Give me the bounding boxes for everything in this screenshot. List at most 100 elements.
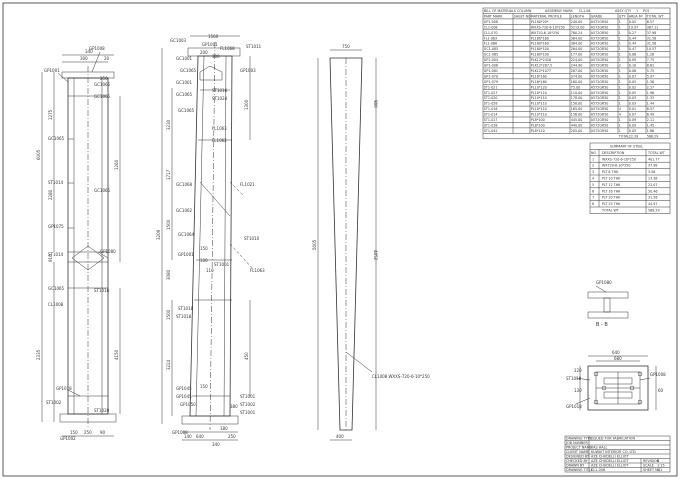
bom-cell: 1: [619, 96, 621, 100]
svg-text:GC1001: GC1001: [176, 56, 193, 61]
bom-heading-unit: PCS: [643, 9, 649, 13]
bom-cell: 0.05: [629, 91, 636, 95]
bom-cell: 760.24: [571, 31, 583, 35]
bom-cell: 1.44: [647, 102, 654, 106]
summary-total: 568.29: [648, 209, 660, 213]
svg-text:4150: 4150: [114, 349, 119, 360]
svg-text:B - B: B - B: [596, 322, 608, 328]
side-view: [161, 35, 255, 441]
bom-cell: ST1-027: [484, 91, 498, 95]
bom-cell: 31.56: [647, 36, 656, 40]
bom-cell: PL10*120: [531, 85, 547, 89]
svg-text:GP1003: GP1003: [240, 68, 256, 73]
web-plate-labels: 750 900 5005 4052 400 CL1008 WXXS-720-6-…: [312, 44, 430, 439]
svg-text:6005: 6005: [36, 149, 41, 160]
svg-text:ST1001: ST1001: [240, 394, 256, 399]
bom-cell: GC1-085: [484, 47, 498, 51]
summary-row-description: PLT 8 THK: [602, 170, 619, 174]
svg-text:GP1080: GP1080: [596, 280, 612, 285]
svg-text:1500: 1500: [166, 309, 171, 320]
bom-cell: 1.45: [647, 123, 654, 127]
bom-cell: GP1-079: [484, 80, 498, 84]
title-block-label: JOB NUMBER: [565, 441, 588, 445]
bom-cell: 1.56: [647, 80, 654, 84]
bom-cell: A572GR50: [591, 64, 609, 68]
bom-cell: ST1-021: [484, 85, 498, 89]
bom-cell: 158.00: [571, 102, 583, 106]
summary-row-weight: 22.07: [648, 183, 657, 187]
svg-text:2335: 2335: [36, 349, 41, 360]
summary-row-no: 3: [592, 170, 594, 174]
svg-text:GC1003: GC1003: [170, 38, 187, 43]
bom-cell: 5.75: [647, 69, 654, 73]
bom-cell: A572GR50: [591, 42, 609, 46]
summary-row-no: 8: [592, 202, 594, 206]
svg-text:ST1018: ST1018: [178, 306, 194, 311]
bom-cell: 264.00: [571, 47, 583, 51]
summary-row-description: WXXS-720-6-10*250: [602, 157, 636, 161]
bom-cell: 19.97: [629, 25, 638, 29]
bom-cell: 2.57: [647, 85, 654, 89]
summary-row-description: WX720-6-10*250: [602, 164, 630, 168]
svg-text:GP1075: GP1075: [48, 224, 64, 229]
svg-text:FL1068: FL1068: [220, 46, 235, 51]
bom-cell: GP1-008: [484, 20, 498, 24]
bom-column-header: TOTAL WT: [646, 14, 665, 18]
bom-cell: PL8*100: [531, 118, 545, 122]
bom-cell: 158.00: [571, 113, 583, 117]
bom-cell: A572GR50: [591, 36, 609, 40]
title-block-value: AZE CHUDELLI ELLIOT: [591, 454, 629, 458]
front-view: [41, 51, 121, 437]
bom-cell: 1: [619, 129, 621, 133]
title-block-value: ISSUED FOR FABRICATION: [591, 436, 635, 440]
bom-cell: 1: [619, 123, 621, 127]
bom-cell: 4: [619, 113, 621, 117]
svg-text:400: 400: [336, 434, 344, 439]
svg-text:120: 120: [574, 368, 582, 373]
svg-text:GP1045: GP1045: [176, 386, 192, 391]
summary-row-description: PLT 16 THK: [602, 189, 621, 193]
bom-cell: PL180*160: [531, 42, 549, 46]
svg-text:380: 380: [230, 404, 238, 409]
bom-cell: A572GR50: [591, 31, 609, 35]
title-block-value: KUWAIT INTERIOR CO. LTD: [591, 450, 636, 454]
svg-text:FL1021: FL1021: [240, 182, 255, 187]
bom-cell: A572GR50: [591, 129, 609, 133]
bom-cell: 6.57: [647, 107, 654, 111]
bom-cell: A572GR50: [591, 80, 609, 84]
bom-cell: 5213.00: [571, 25, 585, 29]
bom-cell: 1: [619, 25, 621, 29]
bom-cell: ST1-014: [484, 113, 498, 117]
svg-text:FL1063: FL1063: [212, 126, 227, 131]
svg-text:640: 640: [196, 434, 204, 439]
bom-column-header: SHEET NO: [514, 14, 531, 18]
bom-cell: CL1-008: [484, 25, 498, 29]
svg-text:250: 250: [84, 430, 92, 435]
bom-cell: 31.56: [647, 42, 656, 46]
svg-text:GP1080: GP1080: [100, 249, 116, 254]
svg-text:ST1024: ST1024: [212, 96, 228, 101]
title-block-label: DESIGNED BY: [566, 454, 590, 458]
summary-col-no: NO: [591, 151, 596, 155]
svg-text:GC1065: GC1065: [94, 188, 111, 193]
bom-cell: 0.07: [629, 113, 636, 117]
bom-cell: FL1-068: [484, 42, 497, 46]
svg-text:ST1010: ST1010: [244, 236, 260, 241]
svg-text:680: 680: [614, 356, 622, 361]
svg-text:3209: 3209: [156, 229, 161, 240]
bom-cell: PL8*100: [531, 123, 545, 127]
svg-text:ST1014: ST1014: [48, 252, 64, 257]
svg-text:150: 150: [200, 384, 208, 389]
summary-row-weight: 3.56: [648, 170, 655, 174]
bom-column-header: AREA M²: [629, 14, 644, 18]
bom-cell: 1: [619, 91, 621, 95]
summary-row-description: PLT 12 THK: [602, 183, 621, 187]
svg-text:GP1008: GP1008: [89, 46, 105, 51]
title-block-side: 0: [657, 459, 659, 463]
bom-cell: 1: [619, 42, 621, 46]
svg-text:GC1001: GC1001: [176, 80, 193, 85]
svg-text:20: 20: [104, 56, 110, 61]
bom-cell: 165.00: [571, 107, 583, 111]
title-block-label: CLIENT NAME: [566, 450, 589, 454]
